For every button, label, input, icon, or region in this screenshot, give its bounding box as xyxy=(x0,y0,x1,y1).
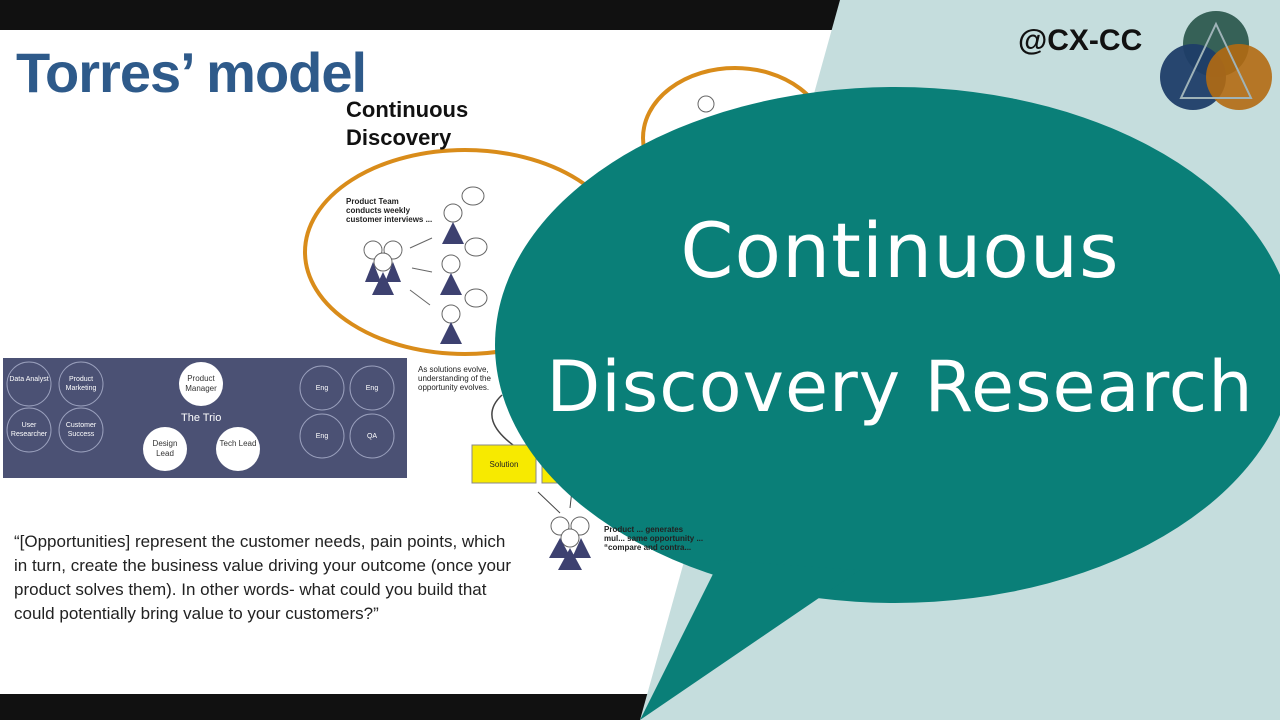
trio-label: The Trio xyxy=(181,412,222,424)
solution-box-label: Solution xyxy=(489,460,519,469)
node-data-analyst: Data Analyst xyxy=(9,376,49,383)
cycle-arrow-icon xyxy=(491,394,521,451)
solution-box xyxy=(471,444,537,484)
trio-node xyxy=(179,362,223,406)
product-team-people-icon xyxy=(549,516,591,570)
node-ring xyxy=(6,361,52,407)
node-eng: Eng xyxy=(365,385,379,392)
node-eng: Eng xyxy=(315,385,329,392)
node-qa: QA xyxy=(366,433,378,440)
node-ring xyxy=(58,407,104,453)
node-ring xyxy=(58,361,104,407)
team-note: Product Team conducts weekly customer in… xyxy=(346,197,433,224)
channel-handle: @CX-CC xyxy=(1018,24,1143,57)
speech-bubble xyxy=(495,87,1280,720)
connector-line xyxy=(409,289,431,306)
node-ring xyxy=(6,407,52,453)
node-ring xyxy=(349,413,395,459)
team-people-icon xyxy=(363,240,403,295)
customer-person-icon xyxy=(442,186,485,244)
node-ring xyxy=(299,365,345,411)
opportunities-quote: “[Opportunities] represent the customer … xyxy=(14,532,512,623)
bubble-line-2: Discovery Research xyxy=(546,346,1254,428)
arrow-line xyxy=(537,491,561,514)
trio-node xyxy=(216,427,260,471)
node-product-marketing: Product Marketing xyxy=(65,376,97,392)
node-design-lead: Design Lead xyxy=(152,439,178,458)
customer-person-icon xyxy=(440,237,488,295)
customer-person-icon xyxy=(440,288,488,344)
bubble-line-1: Continuous xyxy=(680,206,1120,295)
node-tech-lead: Tech Lead xyxy=(219,439,257,448)
trio-node xyxy=(143,427,187,471)
node-user-researcher: User Researcher xyxy=(10,422,48,438)
person-head-icon xyxy=(697,95,715,113)
node-ring xyxy=(299,413,345,459)
node-customer-success: Customer Success xyxy=(65,422,97,438)
connector-line xyxy=(409,237,433,249)
slide-title: Torres’ model xyxy=(16,41,367,104)
node-ring xyxy=(349,365,395,411)
product-note: Product ... generates mul... same opport… xyxy=(604,525,704,552)
brand-logo-icon xyxy=(1160,11,1272,110)
solutions-note: As solutions evolve, understanding of th… xyxy=(418,365,491,392)
node-product-manager: Product Manager xyxy=(185,374,217,393)
connector-line xyxy=(411,267,433,273)
node-eng: Eng xyxy=(315,433,329,440)
diagram-heading: Continuous Discovery xyxy=(346,97,469,150)
top-black-bar xyxy=(0,0,840,30)
